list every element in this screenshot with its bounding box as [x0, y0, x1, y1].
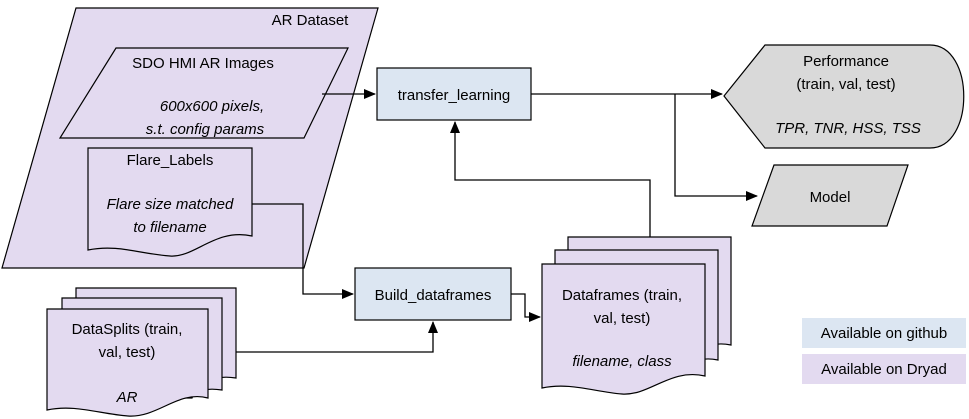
arrow-datasplits-to-build	[236, 321, 438, 353]
model-shape	[751, 164, 909, 227]
dataframes-node: Dataframes (train, val, test) filename, …	[541, 236, 732, 395]
datasplits-line1: DataSplits (train,	[72, 321, 183, 338]
build-dataframes-label: Build_dataframes	[375, 287, 492, 304]
sdo-hmi-images-line2: s.t. config params	[146, 121, 265, 138]
transfer-learning-label: transfer_learning	[398, 87, 511, 104]
sdo-hmi-images-node: SDO HMI AR Images 600x600 pixels, s.t. c…	[58, 47, 349, 139]
flare-labels-shape	[87, 147, 253, 257]
legend: Available on github Available on Dryad	[802, 318, 966, 384]
legend-github-swatch	[802, 318, 966, 348]
performance-shape	[723, 44, 965, 149]
build-dataframes-box	[354, 267, 512, 321]
legend-dryad-label: Available on Dryad	[821, 361, 947, 378]
datasplits-line2: val, test)	[99, 344, 156, 361]
flare-labels-line2: to filename	[133, 219, 206, 236]
performance-line1: Performance	[803, 53, 889, 70]
dataframes-line2: val, test)	[594, 310, 651, 327]
performance-line2: (train, val, test)	[796, 76, 895, 93]
arrow-build-to-dataframes	[511, 293, 541, 322]
legend-dryad-swatch	[802, 354, 966, 384]
performance-node: Performance (train, val, test) TPR, TNR,…	[723, 44, 965, 149]
datasplits-sheet-front	[46, 308, 209, 417]
transfer-learning-node: transfer_learning	[376, 67, 532, 121]
performance-italic: TPR, TNR, HSS, TSS	[775, 120, 921, 137]
arrow-flare-labels-to-build	[252, 203, 354, 299]
arrow-branch-to-model	[674, 94, 758, 201]
datasplits-node: DataSplits (train, val, test) AR	[46, 287, 237, 417]
sdo-hmi-images-title: SDO HMI AR Images	[132, 55, 274, 72]
model-node: Model	[751, 164, 909, 227]
dataframes-sheet-front	[541, 263, 706, 395]
legend-github-label: Available on github	[821, 325, 948, 342]
flare-labels-title: Flare_Labels	[127, 152, 214, 169]
flare-labels-line1: Flare size matched	[107, 196, 234, 213]
sdo-hmi-images-line1: 600x600 pixels,	[160, 98, 264, 115]
model-label: Model	[810, 189, 851, 206]
dataframes-line1: Dataframes (train,	[562, 287, 682, 304]
flare-labels-node: Flare_Labels Flare size matched to filen…	[87, 147, 253, 257]
build-dataframes-node: Build_dataframes	[354, 267, 512, 321]
arrow-dataframes-to-transfer	[450, 121, 651, 237]
sdo-hmi-images-shape	[58, 47, 349, 139]
dataframes-italic: filename, class	[572, 353, 672, 370]
datasplits-italic: AR	[116, 389, 138, 406]
ar-dataset-title: AR Dataset	[272, 12, 350, 29]
connectors	[236, 89, 758, 353]
